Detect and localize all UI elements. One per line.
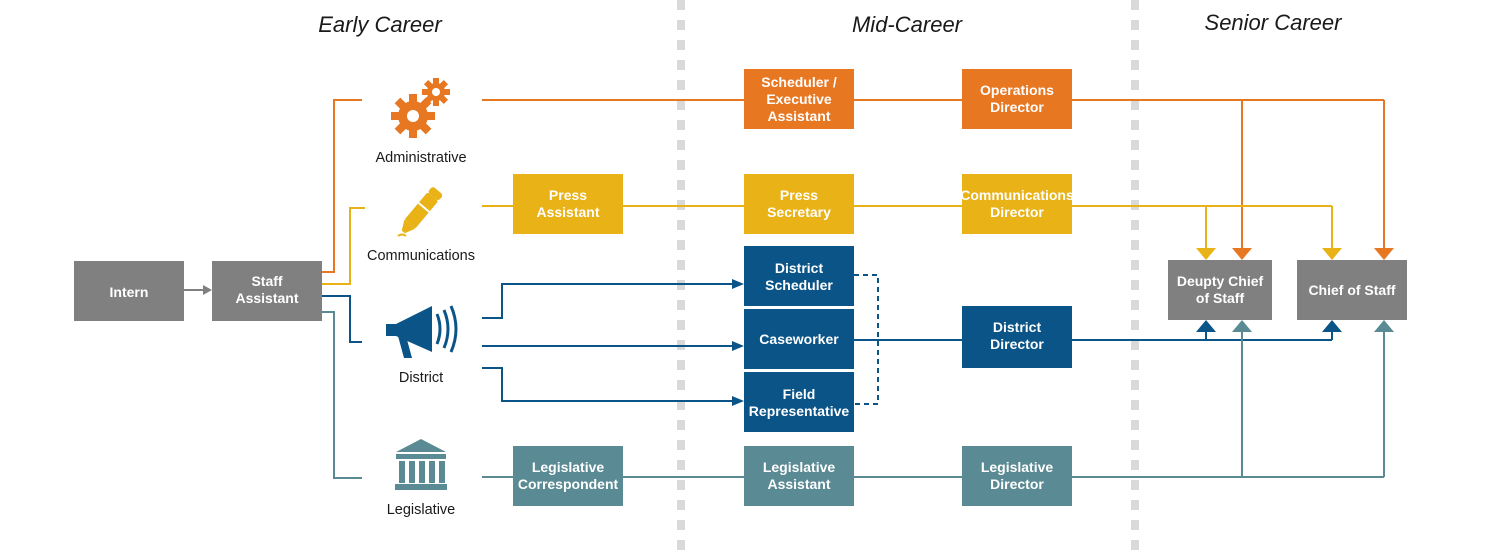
box-chief-line1: Chief of Staff: [1308, 282, 1395, 298]
box-caseworker-line1: Caseworker: [759, 331, 839, 347]
box-operations-line1: Operations: [980, 82, 1054, 98]
category-label-administrative: Administrative: [375, 150, 466, 166]
box-scheduler-line2: Executive: [766, 91, 832, 107]
arrow-district-caseworker: [732, 341, 744, 351]
box-legis-dir-line2: Director: [990, 476, 1044, 492]
box-scheduler-line1: Scheduler /: [761, 74, 837, 90]
district-track: [482, 283, 1333, 402]
pen-icon: [397, 187, 443, 237]
box-press-secretary-line2: Secretary: [767, 204, 831, 220]
box-caseworker: Caseworker: [744, 309, 854, 369]
box-scheduler-line3: Assistant: [767, 108, 830, 124]
connector-staff-district: [322, 295, 362, 343]
box-district-scheduler-line2: Scheduler: [765, 277, 833, 293]
box-chief-of-staff: Chief of Staff: [1297, 260, 1407, 320]
box-legis-dir-line1: Legislative: [981, 459, 1054, 475]
box-staff-assistant-line2: Assistant: [235, 290, 298, 306]
arrow-admin-deputy: [1232, 248, 1252, 260]
box-deputy-line2: of Staff: [1196, 290, 1245, 306]
category-label-communications: Communications: [367, 248, 475, 264]
box-press-assistant-line2: Assistant: [536, 204, 599, 220]
box-intern: Intern: [74, 261, 184, 321]
arrow-district-chief: [1322, 320, 1342, 332]
connector-staff-communications: [322, 207, 365, 285]
connector-staff-legislative: [322, 311, 362, 479]
box-field-rep-line1: Field: [783, 386, 816, 402]
box-intern-line1: Intern: [110, 284, 149, 300]
category-label-legislative: Legislative: [387, 502, 456, 518]
phase-title-early: Early Career: [318, 12, 443, 37]
box-comm-director-line1: Communications: [960, 187, 1074, 203]
connector-staff-administrative: [322, 99, 362, 273]
administrative-track: [482, 99, 1385, 248]
box-district-director-line2: Director: [990, 336, 1044, 352]
box-district-scheduler-line1: District: [775, 260, 824, 276]
arrow-legis-deputy: [1232, 320, 1252, 332]
phase-title-senior: Senior Career: [1205, 10, 1344, 35]
category-label-district: District: [399, 370, 443, 386]
box-legis-corr-line1: Legislative: [532, 459, 605, 475]
arrow-district-field: [732, 396, 744, 406]
box-operations-line2: Director: [990, 99, 1044, 115]
phase-title-mid: Mid-Career: [852, 12, 964, 37]
box-legis-corr-line2: Correspondent: [518, 476, 619, 492]
svg-text:Caseworker: Caseworker: [759, 331, 839, 347]
connector-intern-staff: [184, 285, 212, 295]
box-legis-asst-line2: Assistant: [767, 476, 830, 492]
box-comm-director-line2: Director: [990, 204, 1044, 220]
box-deputy-line1: Deupty Chief: [1177, 273, 1264, 289]
district-bracket: [854, 274, 879, 405]
arrow-comm-deputy: [1196, 248, 1216, 260]
gears-icon: [391, 78, 450, 138]
box-legis-asst-line1: Legislative: [763, 459, 836, 475]
arrow-district-scheduler: [732, 279, 744, 289]
connectors-staff-to-categories: [322, 99, 365, 479]
box-staff-assistant-line1: Staff: [251, 273, 282, 289]
communications-track: [482, 205, 1333, 248]
arrow-district-deputy: [1196, 320, 1216, 332]
svg-text:Intern: Intern: [110, 284, 149, 300]
arrow-comm-chief: [1322, 248, 1342, 260]
box-field-rep-line2: Representative: [749, 403, 850, 419]
arrow-legis-chief: [1374, 320, 1394, 332]
box-press-secretary-line1: Press: [780, 187, 818, 203]
arrow-admin-chief: [1374, 248, 1394, 260]
megaphone-icon: [386, 305, 458, 358]
legislative-track: [482, 332, 1385, 478]
box-press-assistant-line1: Press: [549, 187, 587, 203]
capitol-building-icon: [395, 439, 447, 490]
box-district-director-line1: District: [993, 319, 1042, 335]
svg-text:Chief of Staff: Chief of Staff: [1308, 282, 1395, 298]
